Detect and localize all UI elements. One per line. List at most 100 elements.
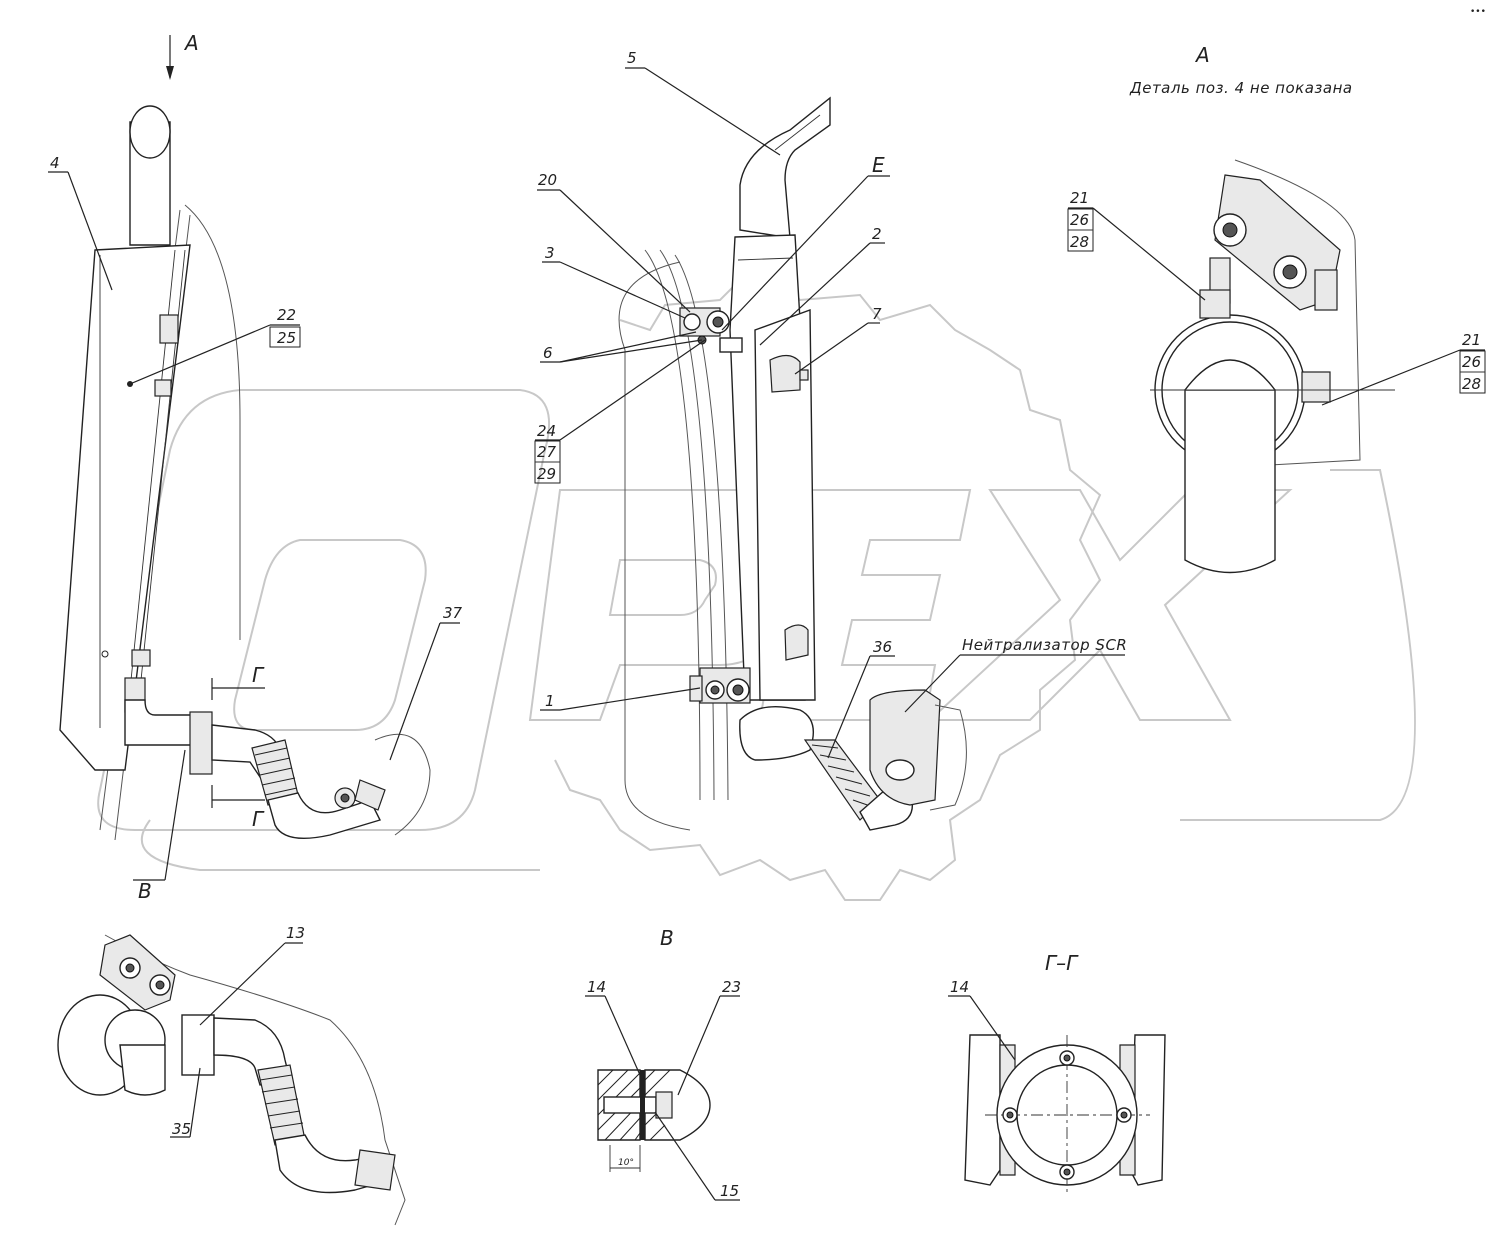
outlet-inner-edge — [774, 114, 821, 151]
leader-7 — [794, 322, 869, 375]
label-22: 22 — [277, 306, 296, 324]
scr-outline — [374, 733, 431, 836]
section-g-label-bottom: Г — [252, 807, 265, 831]
muffler-seam — [737, 257, 794, 261]
label-25: 25 — [277, 329, 296, 347]
label-28b: 28 — [1462, 375, 1481, 393]
bottom-clamp — [354, 1149, 396, 1191]
bolt-21a — [1199, 289, 1231, 319]
scr-catalyst — [869, 689, 941, 806]
leader-21b — [1321, 349, 1461, 406]
flange-section-right — [644, 1069, 711, 1141]
label-15: 15 — [720, 1182, 739, 1200]
dim-value: 10° — [618, 1158, 634, 1168]
label-5: 5 — [627, 49, 637, 67]
label-36: 36 — [873, 638, 892, 656]
label-scr: Нейтрализатор SCR — [962, 636, 1127, 654]
label-1: 1 — [545, 692, 555, 710]
view-a-arrow-label: А — [183, 31, 199, 55]
lower-pipe — [267, 792, 381, 840]
leader-36 — [827, 655, 871, 759]
pipe-bend — [1184, 359, 1276, 391]
detail-v-title: В — [660, 926, 674, 950]
watermark-opex — [97, 279, 1416, 901]
leader-22 — [129, 324, 271, 385]
leader-1 — [559, 687, 701, 711]
bracket-left — [964, 1034, 1001, 1186]
leader-6b — [559, 339, 703, 363]
label-e: Е — [872, 153, 885, 177]
corner-mark: ••• — [1470, 7, 1486, 17]
elbow — [124, 699, 201, 746]
pipe-down — [119, 1044, 166, 1096]
exhaust-pipe-view-a — [1184, 389, 1276, 574]
label-35: 35 — [172, 1120, 191, 1138]
leader-4 — [67, 171, 113, 291]
lower-clamp-assembly — [689, 667, 751, 704]
clamp-bolt — [340, 793, 350, 803]
label-26b: 26 — [1462, 353, 1481, 371]
label-21a: 21 — [1070, 189, 1089, 207]
label-28a: 28 — [1070, 233, 1089, 251]
label-20: 20 — [538, 171, 557, 189]
detail-v: В 10° 14 23 15 — [585, 926, 741, 1201]
leader-e — [721, 175, 869, 331]
view-a-note: Деталь поз. 4 не показана — [1129, 79, 1353, 97]
cab-panel-outline — [1234, 159, 1361, 466]
flange — [189, 711, 213, 775]
label-v: В — [138, 879, 152, 903]
leader-24 — [559, 339, 706, 441]
leader-21a — [1092, 207, 1206, 301]
label-13: 13 — [286, 924, 305, 942]
curved-outlet — [739, 96, 831, 239]
leader-35 — [189, 1067, 201, 1138]
leader-gg-14 — [969, 995, 1016, 1061]
leader-v — [164, 749, 186, 881]
upper-bracket — [159, 314, 179, 344]
leader-37 — [389, 622, 441, 761]
bolt-head — [655, 1091, 673, 1119]
label-gg-14: 14 — [950, 978, 969, 996]
leader-6a — [559, 331, 697, 363]
center-view: 5 Е 2 7 20 3 6 24 27 29 — [534, 49, 1127, 831]
label-27: 27 — [537, 443, 557, 461]
view-a: А Деталь поз. 4 не показана 21 26 — [1067, 43, 1486, 574]
bottom-left-view: 13 35 — [57, 924, 406, 1226]
heat-shield — [59, 244, 191, 771]
label-26a: 26 — [1070, 211, 1089, 229]
box-25 — [269, 326, 301, 348]
bolt-21b — [1301, 371, 1331, 403]
leader-5 — [644, 67, 781, 156]
bolt-body — [603, 1096, 657, 1114]
bottom-clamps — [99, 934, 176, 1011]
section-gg: Г–Г 14 — [948, 951, 1166, 1195]
label-6: 6 — [543, 344, 553, 362]
leader-3 — [559, 261, 686, 319]
leader-15 — [654, 1111, 716, 1201]
leader-14 — [604, 995, 641, 1076]
bottom-elbow — [739, 705, 814, 761]
flange-bolts — [1002, 1050, 1132, 1180]
scr-housing — [929, 704, 967, 811]
leader-scr — [904, 654, 961, 713]
mid-bracket — [154, 379, 172, 397]
label-7: 7 — [872, 305, 882, 323]
leader-20 — [559, 189, 691, 313]
label-2: 2 — [872, 225, 882, 243]
bottom-corrugated-hose — [257, 1064, 306, 1146]
label-4: 4 — [50, 154, 60, 172]
pipe-outlet — [129, 105, 171, 159]
section-gg-title: Г–Г — [1045, 951, 1079, 975]
clamp-ear — [354, 779, 386, 811]
label-21b: 21 — [1462, 331, 1481, 349]
leader-13 — [199, 942, 286, 1026]
label-37: 37 — [443, 604, 463, 622]
label-29: 29 — [537, 465, 556, 483]
lower-bracket — [131, 649, 151, 667]
cab-outline — [184, 204, 241, 640]
view-a-title: А — [1194, 43, 1210, 67]
upper-clamp-assembly — [679, 307, 743, 353]
arrowhead-icon — [166, 66, 174, 80]
shield-cover-lower — [784, 624, 809, 661]
